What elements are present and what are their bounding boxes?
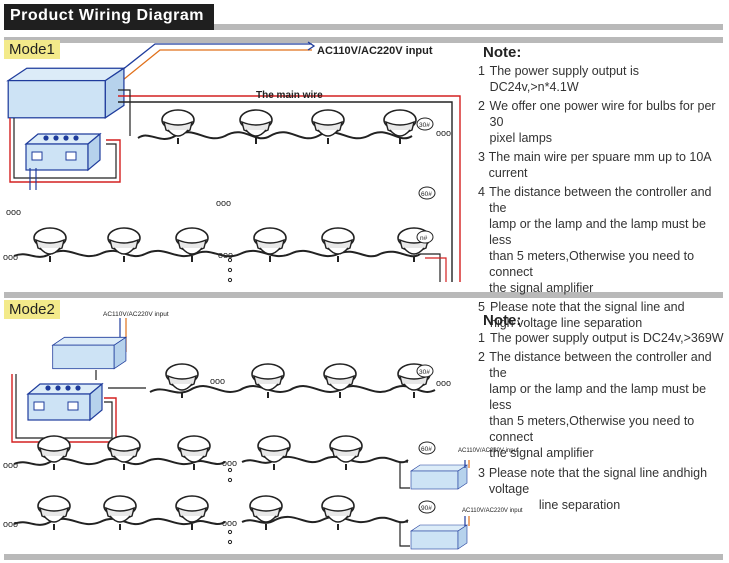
- mode1-label: Mode1: [4, 40, 60, 59]
- continuation-marker: ooo: [218, 250, 233, 260]
- continuation-marker: ooo: [3, 519, 18, 529]
- continuation-marker: ooo: [210, 376, 225, 386]
- mode2-label: Mode2: [4, 300, 60, 319]
- main-wire-label: The main wire: [256, 90, 323, 101]
- mode2-input-label-3: AC110V/AC220V input: [462, 508, 523, 514]
- power-supply-icon: [7, 67, 125, 119]
- bottom-rule: [4, 554, 723, 560]
- mode2-note-title: Note:: [483, 312, 522, 329]
- lamp-icon: [249, 495, 283, 531]
- continuation-marker: ooo: [6, 207, 21, 217]
- lamp-icon: [239, 109, 273, 145]
- mode1-rule: [4, 37, 723, 43]
- continuation-marker: ooo: [436, 128, 451, 138]
- lamp-icon: [311, 109, 345, 145]
- mode1-note-1: 1 The power supply output is DC24v,>n*4.…: [478, 64, 639, 94]
- mode2-rule: [4, 292, 723, 298]
- mode1-badge-30: 30#: [419, 122, 430, 129]
- mode1-badge-60: 60#: [421, 191, 432, 198]
- lamp-icon: [257, 435, 291, 471]
- mode1-note-title: Note:: [483, 44, 522, 61]
- header-rule: [214, 24, 723, 30]
- mode2-input-label: AC110V/AC220V input: [103, 311, 169, 318]
- continuation-marker: ooo: [222, 458, 237, 468]
- controller-icon: [25, 133, 101, 171]
- continuation-marker: ooo: [3, 460, 18, 470]
- power-supply-icon: [410, 524, 468, 550]
- mode1-diagram: [7, 41, 461, 283]
- lamp-icon: [175, 495, 209, 531]
- lamp-icon: [175, 227, 209, 263]
- power-supply-icon: [52, 336, 127, 370]
- controller-icon: [27, 383, 103, 421]
- lamp-icon: [329, 435, 363, 471]
- lamp-icon: [321, 495, 355, 531]
- mode2-notes: 1 The power supply output is DC24v,>369W…: [478, 330, 726, 513]
- mode1-note-3: 3 The main wire per spuare mm up to 10A …: [478, 150, 711, 180]
- mode2-note-1: 1 The power supply output is DC24v,>369W: [478, 331, 724, 345]
- page-title: Product Wiring Diagram: [10, 7, 204, 24]
- mode2-badge-30: 30#: [419, 369, 430, 376]
- mode1-note-2: 2 We offer one power wire for bulbs for …: [478, 99, 716, 145]
- continuation-marker: ooo: [436, 378, 451, 388]
- lamp-icon: [383, 109, 417, 145]
- title-bar: [4, 4, 214, 30]
- continuation-marker: ooo: [3, 252, 18, 262]
- mode1-badge-n: n#: [420, 235, 428, 242]
- mode1-note-4: 4 The distance between the controller an…: [478, 185, 712, 295]
- continuation-marker: ooo: [222, 518, 237, 528]
- mode2-diagram: [11, 318, 470, 550]
- power-supply-icon: [410, 464, 468, 490]
- mode2-note-3: 3 Please note that the signal line andhi…: [478, 466, 708, 512]
- mode2-badge-60: 60#: [421, 446, 432, 453]
- lamp-icon: [165, 363, 199, 399]
- mode2-note-2: 2 The distance between the controller an…: [478, 350, 712, 460]
- mode1-input-label: AC110V/AC220V input: [317, 45, 433, 57]
- mode2-input-label-2: AC110V/AC220V input: [458, 448, 519, 454]
- mode1-notes: 1 The power supply output is DC24v,>n*4.…: [478, 63, 723, 331]
- mode2-badge-90: 90#: [421, 505, 432, 512]
- lamp-icon: [103, 495, 137, 531]
- continuation-marker: ooo: [216, 198, 231, 208]
